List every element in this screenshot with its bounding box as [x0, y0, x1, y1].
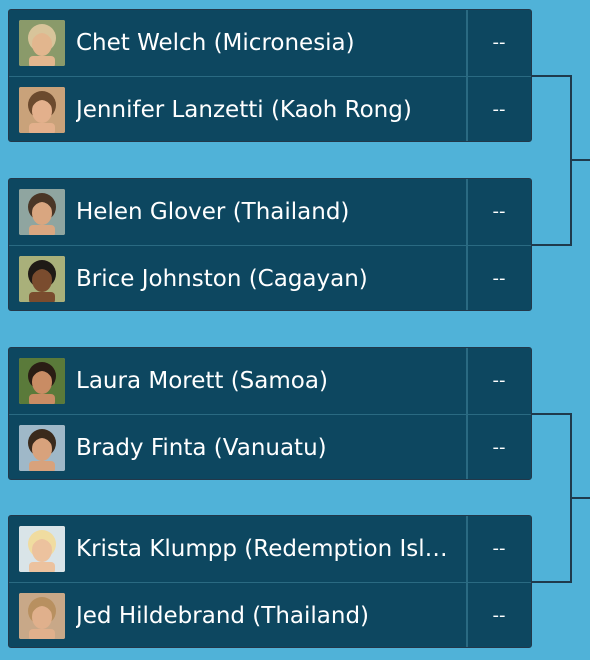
- bracket-connector: [570, 497, 590, 499]
- contestant-avatar: [19, 593, 65, 639]
- contestant-avatar: [19, 425, 65, 471]
- contestant-avatar: [19, 358, 65, 404]
- contestant-score: --: [492, 268, 506, 289]
- contestant-avatar: [19, 256, 65, 302]
- contestant-score: --: [492, 538, 506, 559]
- matchup-card: Krista Klumpp (Redemption Island) -- Jed…: [8, 515, 532, 648]
- contestant-score: --: [492, 201, 506, 222]
- contestant-row[interactable]: Brady Finta (Vanuatu) --: [9, 414, 531, 479]
- score-divider: [466, 179, 468, 310]
- bracket-connector: [532, 413, 572, 415]
- matchup-card: Chet Welch (Micronesia) -- Jennifer Lanz…: [8, 9, 532, 142]
- contestant-name: Jennifer Lanzetti (Kaoh Rong): [76, 97, 412, 123]
- contestant-name: Krista Klumpp (Redemption Island): [76, 536, 461, 562]
- contestant-name: Brice Johnston (Cagayan): [76, 266, 368, 292]
- bracket-connector: [532, 244, 572, 246]
- contestant-row[interactable]: Brice Johnston (Cagayan) --: [9, 245, 531, 310]
- bracket-connector: [532, 581, 572, 583]
- contestant-name: Chet Welch (Micronesia): [76, 30, 355, 56]
- matchup-card: Helen Glover (Thailand) -- Brice Johnsto…: [8, 178, 532, 311]
- score-divider: [466, 348, 468, 479]
- contestant-row[interactable]: Helen Glover (Thailand) --: [9, 179, 531, 245]
- contestant-row[interactable]: Jennifer Lanzetti (Kaoh Rong) --: [9, 76, 531, 141]
- contestant-name: Brady Finta (Vanuatu): [76, 435, 327, 461]
- contestant-score: --: [492, 370, 506, 391]
- contestant-avatar: [19, 20, 65, 66]
- matchup-card: Laura Morett (Samoa) -- Brady Finta (Van…: [8, 347, 532, 480]
- contestant-score: --: [492, 605, 506, 626]
- contestant-name: Jed Hildebrand (Thailand): [76, 603, 370, 629]
- contestant-score: --: [492, 32, 506, 53]
- contestant-avatar: [19, 189, 65, 235]
- contestant-row[interactable]: Jed Hildebrand (Thailand) --: [9, 582, 531, 647]
- contestant-row[interactable]: Chet Welch (Micronesia) --: [9, 10, 531, 76]
- contestant-score: --: [492, 437, 506, 458]
- score-divider: [466, 516, 468, 647]
- contestant-name: Laura Morett (Samoa): [76, 368, 328, 394]
- contestant-score: --: [492, 99, 506, 120]
- contestant-row[interactable]: Laura Morett (Samoa) --: [9, 348, 531, 414]
- contestant-avatar: [19, 526, 65, 572]
- score-divider: [466, 10, 468, 141]
- contestant-name: Helen Glover (Thailand): [76, 199, 350, 225]
- bracket-connector: [532, 75, 572, 77]
- contestant-row[interactable]: Krista Klumpp (Redemption Island) --: [9, 516, 531, 582]
- bracket-connector: [570, 159, 590, 161]
- contestant-avatar: [19, 87, 65, 133]
